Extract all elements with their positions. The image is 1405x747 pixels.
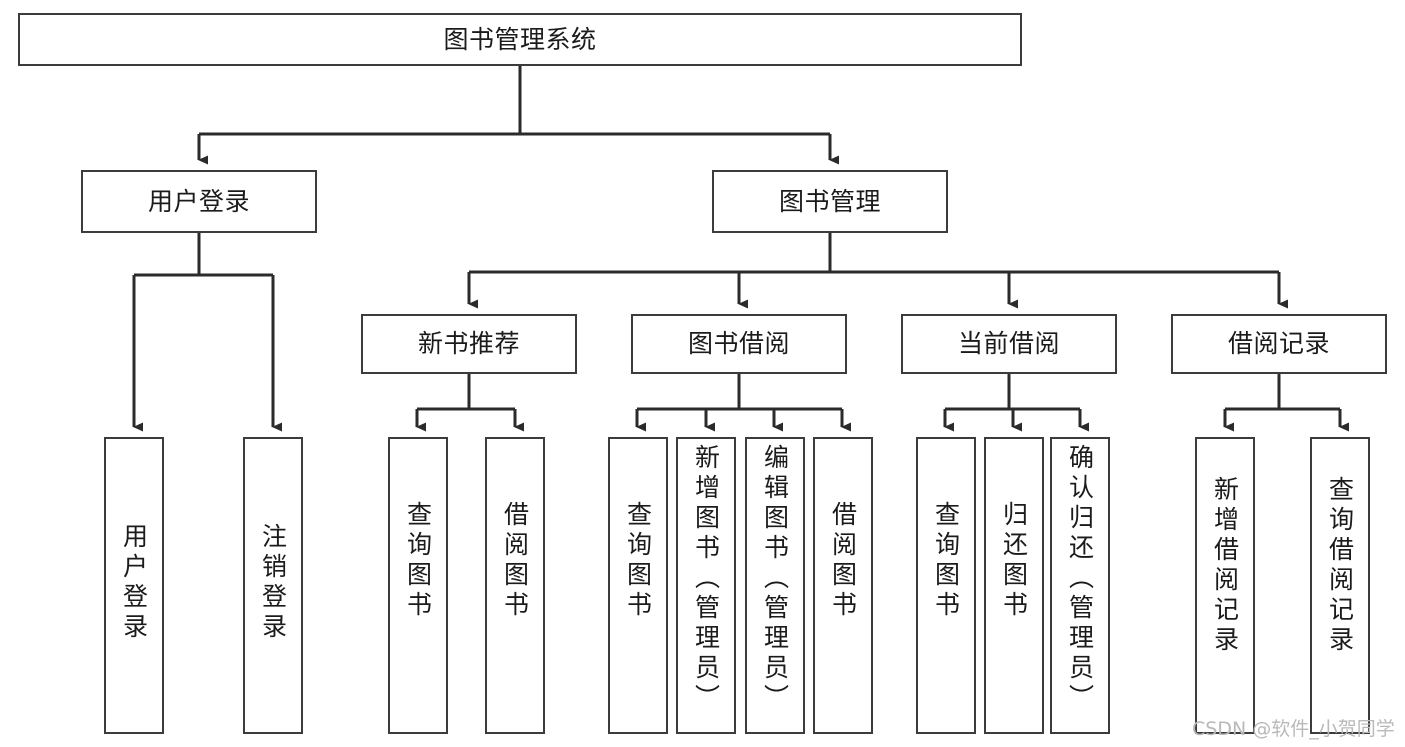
node-leaf-query-book-2[interactable]: 查询图书 [608,437,668,734]
node-user-login-label: 用户登录 [147,186,250,216]
node-current-borrow-label: 当前借阅 [957,329,1060,359]
node-leaf-borrow-book-1[interactable]: 借阅图书 [485,437,545,734]
node-leaf-user-login-label: 用户登录 [119,523,149,643]
node-book-management-label: 图书管理 [778,186,881,216]
node-book-borrow[interactable]: 图书借阅 [631,314,847,374]
node-leaf-return-book-label: 归还图书 [999,501,1029,621]
node-leaf-add-record-label: 新增借阅记录 [1210,476,1240,656]
node-root-label: 图书管理系统 [443,24,597,54]
node-leaf-query-record[interactable]: 查询借阅记录 [1310,437,1370,734]
node-leaf-logout-login[interactable]: 注销登录 [243,437,303,734]
node-leaf-query-book-1[interactable]: 查询图书 [388,437,448,734]
node-leaf-query-record-label: 查询借阅记录 [1325,476,1355,656]
node-borrow-record[interactable]: 借阅记录 [1171,314,1387,374]
connectors-new-book-recommend [415,374,524,432]
node-book-management[interactable]: 图书管理 [712,170,948,233]
node-leaf-query-book-2-label: 查询图书 [623,501,653,621]
node-leaf-query-book-1-label: 查询图书 [403,501,433,621]
node-leaf-logout-login-label: 注销登录 [258,523,288,643]
connectors-root [197,66,839,165]
node-leaf-borrow-book-2-label: 借阅图书 [828,501,858,621]
node-root[interactable]: 图书管理系统 [18,13,1022,66]
node-leaf-borrow-book-1-label: 借阅图书 [500,501,530,621]
node-borrow-record-label: 借阅记录 [1227,329,1330,359]
connectors-user-login [132,233,282,432]
node-leaf-confirm-return[interactable]: 确认归还（管理员） [1050,437,1110,734]
node-leaf-edit-book-label: 编辑图书（管理员） [760,444,790,714]
node-current-borrow[interactable]: 当前借阅 [901,314,1117,374]
connectors-book-management [467,233,1288,309]
node-new-book-recommend-label: 新书推荐 [417,329,520,359]
node-new-book-recommend[interactable]: 新书推荐 [361,314,577,374]
node-leaf-query-book-3-label: 查询图书 [931,501,961,621]
node-leaf-return-book[interactable]: 归还图书 [984,437,1044,734]
node-leaf-user-login[interactable]: 用户登录 [104,437,164,734]
node-user-login[interactable]: 用户登录 [81,170,317,233]
node-leaf-confirm-return-label: 确认归还（管理员） [1065,444,1095,714]
connectors-borrow-record [1223,374,1349,432]
node-leaf-add-book-label: 新增图书（管理员） [691,444,721,714]
node-book-borrow-label: 图书借阅 [687,329,790,359]
connectors-current-borrow [943,374,1089,432]
connectors-book-borrow [635,374,851,432]
node-leaf-edit-book[interactable]: 编辑图书（管理员） [745,437,805,734]
node-leaf-add-book[interactable]: 新增图书（管理员） [676,437,736,734]
node-leaf-add-record[interactable]: 新增借阅记录 [1195,437,1255,734]
node-leaf-borrow-book-2[interactable]: 借阅图书 [813,437,873,734]
node-leaf-query-book-3[interactable]: 查询图书 [916,437,976,734]
